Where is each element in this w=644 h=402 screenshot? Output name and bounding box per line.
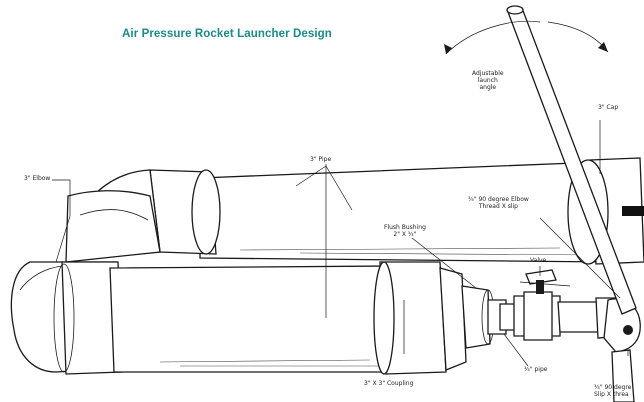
coupling [373,261,467,375]
label-coupling: 3" X 3" Coupling [364,380,414,387]
label-elbow: 3" Elbow [24,175,51,182]
label-valve: Valve [530,257,547,264]
label-elbow-slip-thread: ¾" 90 degre Slip X threa [594,384,632,398]
label-pipe: 3" Pipe [310,156,332,163]
launch-tube [506,5,637,315]
angle-arrow [444,20,609,55]
upper-elbow [65,169,221,263]
label-adjustable-angle: Adjustable launch angle [472,70,504,91]
diagram-title: Air Pressure Rocket Launcher Design [122,28,332,40]
lower-elbow [10,261,123,375]
small-pipe-assembly [487,269,641,402]
label-flush-bushing: Flush Bushing 2" X ¾" [384,224,426,238]
label-small-pipe: ¾" pipe [524,366,548,373]
leader-lines [52,120,629,367]
label-cap: 3" Cap [598,104,619,111]
label-elbow-thread-slip: ¾" 90 degree Elbow Thread X slip [468,196,529,210]
lower-pipe [109,265,393,373]
upper-pipe [199,161,609,263]
